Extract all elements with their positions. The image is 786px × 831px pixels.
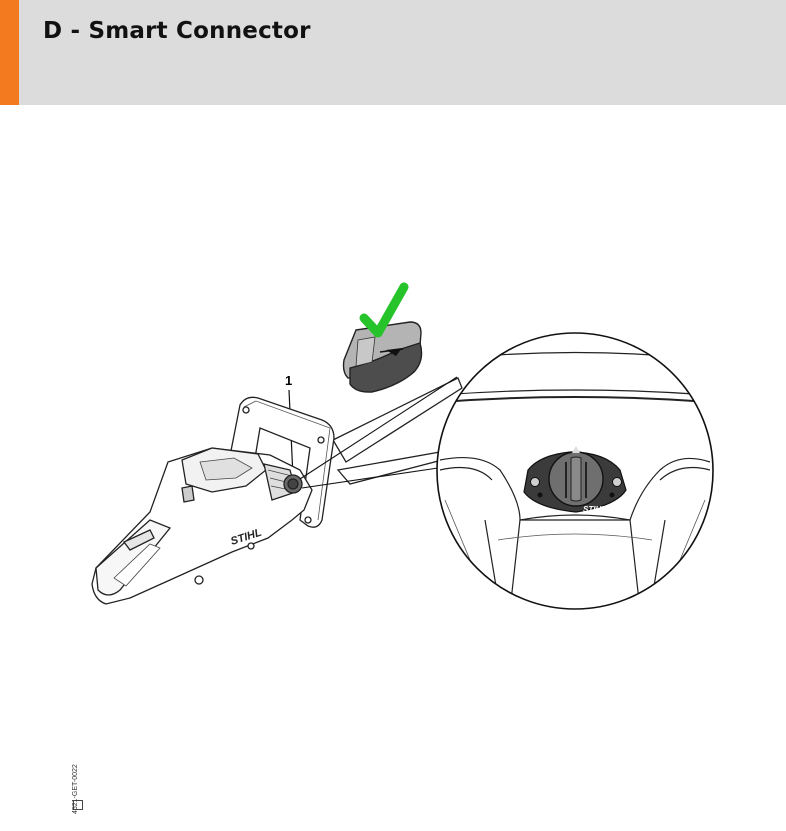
smart-connector-part	[342, 321, 423, 393]
zoom-line-bottom	[301, 467, 439, 489]
figure-code-box	[73, 800, 83, 810]
accent-bar	[0, 0, 19, 105]
hedge-trimmer	[91, 377, 463, 605]
checkmark-icon	[359, 282, 409, 338]
detail-magnifier: STIHL	[436, 332, 714, 610]
zoom-line-top	[299, 376, 458, 480]
page-title: D - Smart Connector	[43, 18, 311, 44]
connector-brand-logo: STIHL	[583, 505, 606, 514]
connector-socket	[523, 446, 627, 513]
callout-number-1: 1	[285, 373, 292, 388]
section-header: D - Smart Connector	[0, 0, 786, 105]
